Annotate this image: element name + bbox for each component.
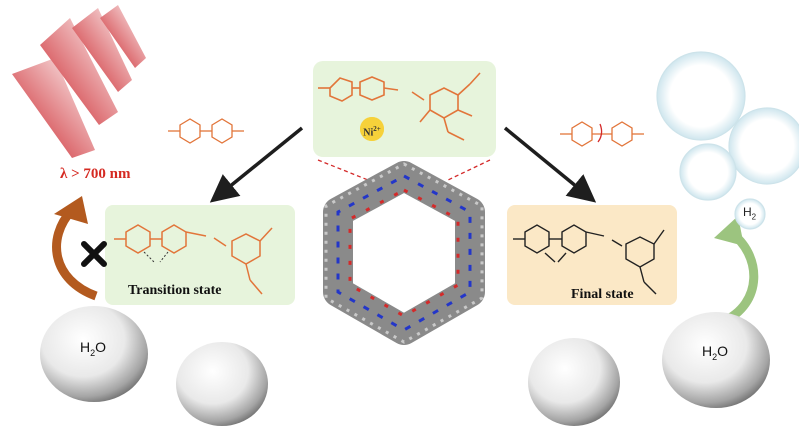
ligand-right-sketch — [560, 121, 644, 147]
blocked-arrow — [52, 206, 98, 301]
arrow-to-final-state — [503, 126, 597, 203]
light-ray-1 — [12, 58, 95, 158]
water-right-tail: O — [717, 343, 729, 359]
dashed-guide-left — [317, 159, 369, 181]
water-right-base: H — [702, 343, 713, 359]
light-ray-2 — [40, 18, 118, 125]
water-label-left: H2O — [80, 339, 106, 358]
ligand-left-sketch — [168, 118, 244, 144]
transition-state-label: Transition state — [128, 283, 222, 298]
light-ray-4 — [100, 5, 146, 68]
arrow-to-transition-state — [209, 126, 304, 203]
bubble-large — [656, 51, 746, 141]
water-left-sub: 2 — [90, 347, 96, 358]
hexagonal-framework — [323, 161, 485, 345]
hydrogen-base: H — [743, 205, 752, 219]
hydrogen-release-arrow — [719, 228, 759, 327]
bubble-small — [679, 143, 737, 201]
dashed-guide-right — [447, 159, 491, 181]
light-rays — [12, 5, 146, 158]
center-panel — [313, 61, 496, 157]
hydrogen-sub: 2 — [751, 212, 757, 222]
transition-state-panel — [105, 205, 295, 305]
cross-icon — [81, 241, 107, 267]
droplet-left-2 — [176, 342, 268, 426]
nickel-ion-charge: 2+ — [373, 125, 381, 133]
water-right-sub: 2 — [712, 351, 718, 362]
final-state-panel — [507, 205, 677, 305]
nickel-ion-symbol: Ni — [363, 127, 374, 139]
bubbles — [656, 51, 799, 230]
final-state-label: Final state — [571, 287, 634, 302]
water-left-tail: O — [95, 339, 107, 355]
blocked-arrow-head — [54, 196, 88, 224]
droplet-right-1 — [528, 338, 620, 426]
hydrogen-release-arrow-head — [714, 216, 744, 246]
final-state-structure — [513, 224, 665, 295]
bubble-medium — [728, 107, 799, 185]
wavelength-label: λ > 700 nm — [60, 166, 131, 182]
hydrogen-label: H2 — [743, 205, 756, 221]
transition-state-structure — [114, 224, 273, 295]
light-ray-3 — [72, 8, 132, 92]
water-droplets — [40, 306, 770, 426]
water-label-right: H2O — [702, 343, 728, 362]
bubble-h2 — [734, 198, 766, 230]
water-left-base: H — [80, 339, 91, 355]
droplet-right-2 — [662, 312, 770, 408]
droplet-left-1 — [40, 306, 148, 402]
center-ligand-structure — [318, 72, 481, 141]
nickel-ion-label: Ni2+ — [360, 117, 384, 141]
